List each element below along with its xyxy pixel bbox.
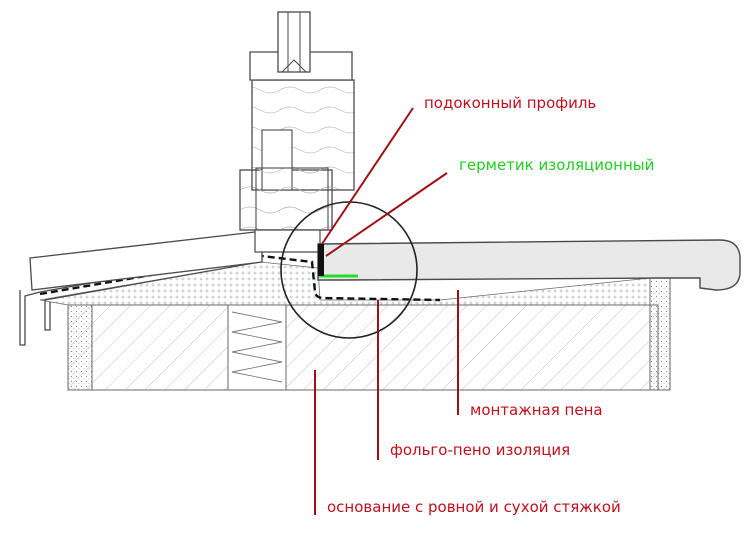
label-mounting-foam: монтажная пена bbox=[470, 401, 603, 419]
sill-profile-mark bbox=[318, 244, 324, 276]
glass-pane bbox=[277, 11, 311, 73]
inner-sill-board bbox=[317, 239, 741, 291]
label-foil-insulation: фольго-пено изоляция bbox=[390, 441, 570, 459]
foil-insulation-line bbox=[39, 254, 441, 302]
insulation-block bbox=[227, 304, 287, 391]
insulation-zigzag bbox=[231, 311, 283, 383]
label-sealant: герметик изоляционный bbox=[459, 156, 654, 174]
leader-sealant bbox=[325, 172, 448, 257]
frame-bottom-rail bbox=[255, 167, 329, 231]
plaster-right bbox=[649, 277, 671, 391]
plaster-left bbox=[67, 304, 93, 391]
base-wall bbox=[67, 304, 659, 391]
label-base-screed: основание с ровной и сухой стяжкой bbox=[327, 498, 621, 516]
leader-sill-profile bbox=[321, 107, 414, 245]
label-sill-profile: подоконный профиль bbox=[424, 94, 596, 112]
